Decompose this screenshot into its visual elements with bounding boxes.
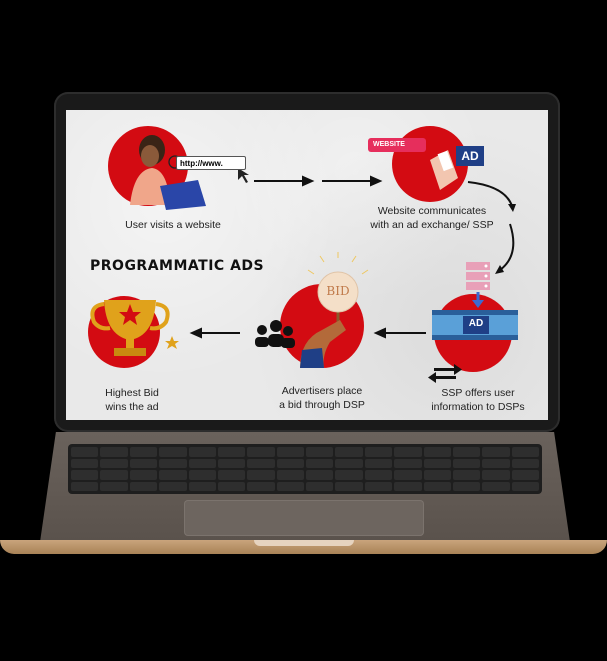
arrow-step4-to-step5 bbox=[192, 329, 240, 337]
keyboard-key bbox=[482, 459, 509, 469]
keyboard-key bbox=[247, 459, 274, 469]
step4-line2: a bid through DSP bbox=[264, 398, 380, 412]
keyboard-key bbox=[424, 470, 451, 480]
keyboard-key bbox=[512, 470, 539, 480]
keyboard-key bbox=[130, 482, 157, 492]
keyboard-key bbox=[512, 447, 539, 457]
keyboard-key bbox=[159, 470, 186, 480]
step1-text: User visits a website bbox=[125, 219, 221, 231]
keyboard-key bbox=[277, 482, 304, 492]
keyboard-key bbox=[247, 470, 274, 480]
keyboard-key bbox=[365, 470, 392, 480]
keyboard-key bbox=[306, 470, 333, 480]
keyboard-key bbox=[71, 470, 98, 480]
keyboard-key bbox=[482, 447, 509, 457]
keyboard-key bbox=[100, 470, 127, 480]
user-laptop-icon bbox=[130, 135, 206, 210]
keyboard-key bbox=[365, 459, 392, 469]
laptop-trackpad bbox=[184, 500, 424, 536]
keyboard-key bbox=[71, 482, 98, 492]
keyboard-key bbox=[394, 470, 421, 480]
step5-line1: Highest Bid bbox=[92, 386, 172, 400]
keyboard-key bbox=[453, 459, 480, 469]
keyboard-key bbox=[189, 447, 216, 457]
keyboard-key bbox=[453, 482, 480, 492]
step3-label: SSP offers user information to DSPs bbox=[420, 386, 536, 414]
laptop-keyboard bbox=[68, 444, 542, 494]
keyboard-key bbox=[189, 470, 216, 480]
keyboard-key bbox=[130, 459, 157, 469]
keyboard-key bbox=[482, 470, 509, 480]
laptop-notch bbox=[254, 540, 354, 546]
keyboard-key bbox=[453, 470, 480, 480]
keyboard-key bbox=[335, 470, 362, 480]
keyboard-key bbox=[306, 459, 333, 469]
keyboard-key bbox=[189, 459, 216, 469]
film-ad-label: AD bbox=[463, 318, 489, 329]
keyboard-key bbox=[100, 482, 127, 492]
step2-line2: with an ad exchange/ SSP bbox=[362, 218, 502, 232]
keyboard-key bbox=[306, 482, 333, 492]
keyboard-key bbox=[71, 459, 98, 469]
keyboard-key bbox=[100, 447, 127, 457]
server-stack-icon bbox=[466, 262, 490, 308]
keyboard-key bbox=[512, 459, 539, 469]
keyboard-key bbox=[365, 482, 392, 492]
keyboard-key bbox=[218, 470, 245, 480]
step4-label: Advertisers place a bid through DSP bbox=[264, 384, 380, 412]
keyboard-key bbox=[218, 447, 245, 457]
arrow-step2-to-step3 bbox=[500, 224, 513, 270]
keyboard-key bbox=[130, 447, 157, 457]
step3-line1: SSP offers user bbox=[420, 386, 536, 400]
keyboard-key bbox=[482, 482, 509, 492]
keyboard-key bbox=[100, 459, 127, 469]
step1-label: User visits a website bbox=[108, 218, 238, 232]
keyboard-key bbox=[130, 470, 157, 480]
arrow-step1-to-step2 bbox=[254, 177, 380, 185]
url-bar: http://www. bbox=[176, 156, 246, 170]
keyboard-key bbox=[365, 447, 392, 457]
bid-sign-label: BID bbox=[320, 284, 356, 298]
keyboard-key bbox=[277, 470, 304, 480]
website-tag: WEBSITE bbox=[368, 138, 426, 152]
keyboard-key bbox=[335, 459, 362, 469]
keyboard-key bbox=[453, 447, 480, 457]
keyboard-key bbox=[247, 447, 274, 457]
arrow-step3-to-step4 bbox=[376, 329, 426, 337]
diagram-heading: PROGRAMMATIC ADS bbox=[90, 258, 264, 274]
arrow-step2-curve-a bbox=[468, 182, 512, 206]
keyboard-key bbox=[512, 482, 539, 492]
exchange-arrows-icon bbox=[428, 364, 462, 383]
keyboard-key bbox=[218, 459, 245, 469]
ad-tag: AD bbox=[456, 146, 484, 166]
keyboard-key bbox=[306, 447, 333, 457]
keyboard-key bbox=[277, 447, 304, 457]
keyboard-key bbox=[71, 447, 98, 457]
keyboard-key bbox=[394, 459, 421, 469]
step3-line2: information to DSPs bbox=[420, 400, 536, 414]
step2-label: Website communicates with an ad exchange… bbox=[362, 204, 502, 232]
keyboard-key bbox=[277, 459, 304, 469]
keyboard-key bbox=[335, 447, 362, 457]
keyboard-key bbox=[159, 447, 186, 457]
step5-label: Highest Bid wins the ad bbox=[92, 386, 172, 414]
keyboard-key bbox=[424, 459, 451, 469]
keyboard-key bbox=[394, 447, 421, 457]
keyboard-key bbox=[424, 447, 451, 457]
step2-line1: Website communicates bbox=[362, 204, 502, 218]
keyboard-key bbox=[335, 482, 362, 492]
keyboard-key bbox=[394, 482, 421, 492]
keyboard-key bbox=[159, 482, 186, 492]
keyboard-key bbox=[189, 482, 216, 492]
step5-line2: wins the ad bbox=[92, 400, 172, 414]
cursor-icon bbox=[238, 168, 249, 183]
step4-line1: Advertisers place bbox=[264, 384, 380, 398]
keyboard-key bbox=[218, 482, 245, 492]
people-group-icon bbox=[255, 320, 295, 348]
keyboard-key bbox=[159, 459, 186, 469]
keyboard-key bbox=[424, 482, 451, 492]
keyboard-key bbox=[247, 482, 274, 492]
trophy-icon bbox=[92, 300, 179, 356]
